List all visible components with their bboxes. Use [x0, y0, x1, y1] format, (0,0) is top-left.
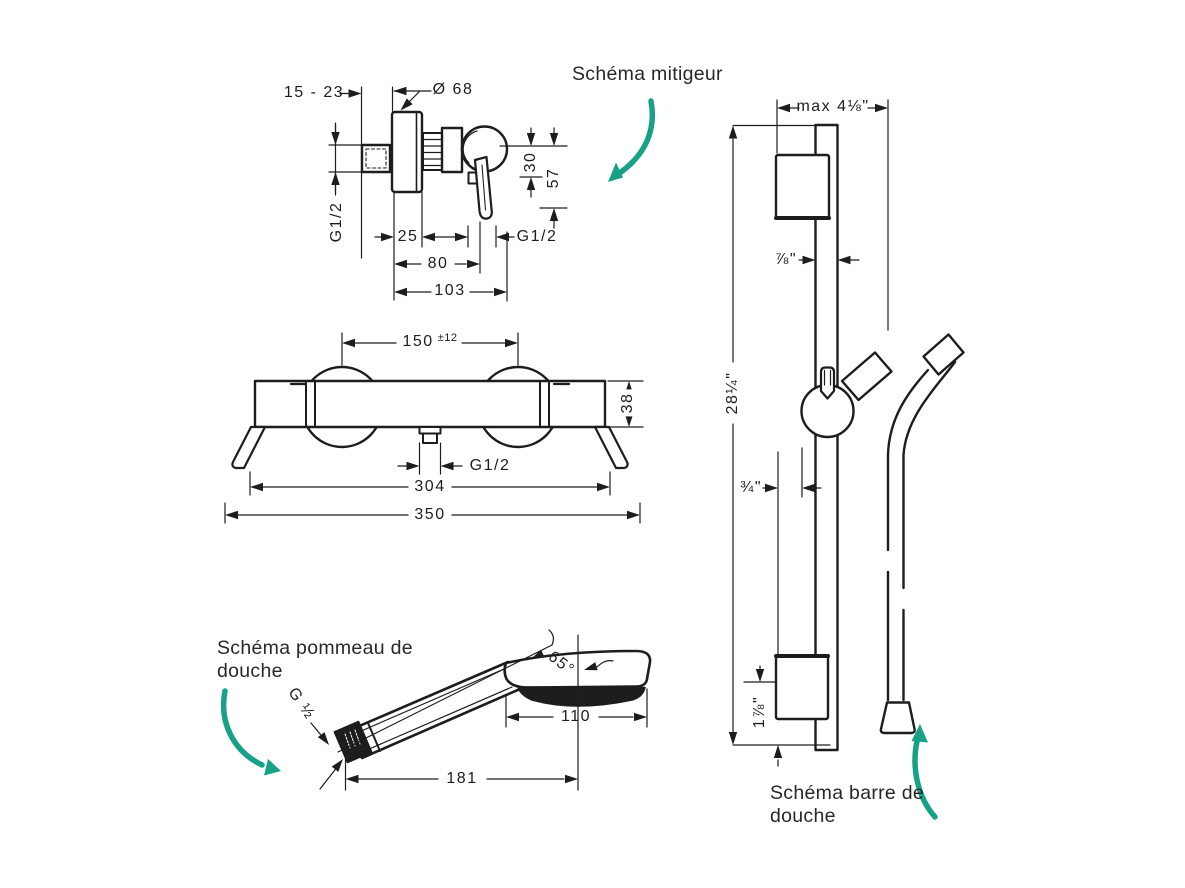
dim-thermostat-center-distance: 150±12 — [402, 332, 458, 350]
hose-left-edge — [886, 368, 930, 702]
dim-mixer-outlet-thread: G1/2 — [516, 228, 558, 245]
shower-bar-rail — [814, 123, 839, 752]
dim-handshower-head-width: 110 — [560, 708, 592, 725]
dim-bar-height: 28¼" — [724, 368, 741, 418]
mixer-body-outline — [360, 110, 509, 220]
thermostat-dimensions — [224, 332, 644, 524]
handshower-callout-arrow-icon — [221, 688, 265, 768]
dim-thermostat-total-width: 350 — [414, 506, 446, 523]
mixer-diagram — [328, 86, 568, 302]
dim-mixer-inlet-thread: G1/2 — [328, 201, 345, 243]
dim-bar-diameter: ⅞" — [774, 251, 798, 268]
dim-mixer-total-projection: 103 — [434, 282, 466, 299]
dim-thermostat-body-width: 304 — [414, 478, 446, 495]
bar-top-bracket — [774, 153, 831, 220]
dim-mixer-escutcheon-diameter: Ø 68 — [432, 81, 474, 98]
dim-mixer-wall-depth: 15 - 23 — [283, 84, 345, 101]
handshower-diagram — [310, 629, 652, 791]
handshower-title-line1: Schéma pommeau de — [217, 637, 413, 659]
dim-bar-wall-clearance: ¾" — [739, 479, 763, 496]
dim-mixer-escutcheon-depth: 25 — [397, 228, 419, 245]
dim-handshower-total-length: 181 — [446, 770, 478, 787]
hose-end-cone — [879, 701, 916, 735]
mixer-dimensions — [328, 86, 568, 302]
bar-title-line1: Schéma barre de — [770, 782, 925, 804]
callout-arrows — [221, 98, 938, 820]
handshower-head — [503, 649, 652, 689]
hose-right-edge — [902, 360, 957, 702]
handshower-title-line2: douche — [217, 660, 283, 682]
handshower-spray-face — [517, 686, 646, 707]
dim-bar-bracket-height: 1⅞" — [751, 692, 768, 732]
handshower-dimensions — [310, 629, 648, 791]
bar-title-line2: douche — [770, 805, 836, 827]
dim-bar-max-bracket-width: max 4⅛" — [796, 98, 870, 115]
shower-bar-outline — [774, 123, 965, 752]
dim-mixer-handle-top-offset: 30 — [522, 151, 539, 173]
dim-thermostat-center-distance-value: 150 — [402, 333, 434, 350]
bar-slider-knob — [819, 366, 836, 400]
hose-fitting — [922, 333, 965, 376]
thermostat-body-outline — [231, 365, 629, 470]
bar-bottom-bracket — [774, 654, 830, 721]
shower-bar-diagram — [728, 99, 965, 767]
thermostat-diagram — [224, 332, 644, 524]
bar-callout-arrow-icon — [912, 738, 938, 820]
dim-thermostat-center-distance-tolerance: ±12 — [437, 332, 458, 344]
mixer-callout-arrow-icon — [618, 98, 656, 175]
bar-handset-holder — [840, 351, 893, 402]
handshower-handle — [348, 660, 522, 760]
dim-thermostat-body-height: 38 — [619, 389, 636, 417]
shower-bar-dimensions — [728, 99, 889, 767]
dim-mixer-handle-height: 57 — [545, 167, 562, 189]
mixer-title: Schéma mitigeur — [572, 63, 723, 85]
handshower-connector — [333, 720, 373, 764]
handshower-outline — [333, 649, 652, 764]
dim-thermostat-outlet-thread: G1/2 — [469, 457, 511, 474]
dim-mixer-lever-projection: 80 — [427, 255, 449, 272]
